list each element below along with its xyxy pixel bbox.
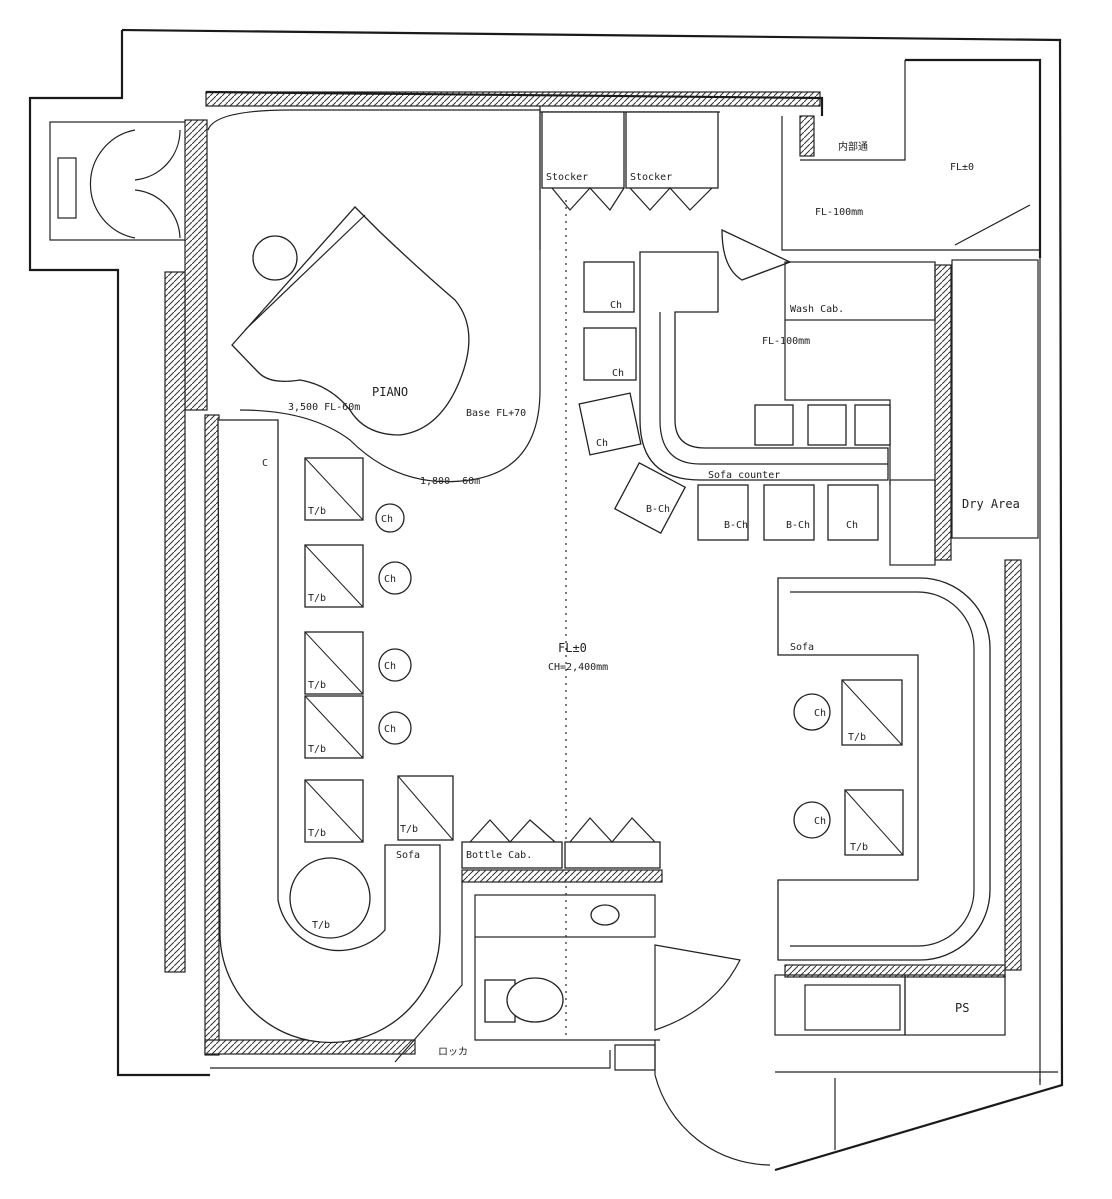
bar-counter: Wash Cab. FL-100mm Sofa counter bbox=[639, 228, 936, 485]
sofa-counter-label: Sofa counter bbox=[708, 470, 780, 481]
left-table-label: T/b bbox=[308, 744, 326, 755]
wash-cabinet-label: Wash Cab. bbox=[790, 304, 844, 315]
back-room: 内部通 FL±0 FL-100mm bbox=[815, 140, 1031, 246]
tag-c-label: C bbox=[262, 458, 268, 469]
bar-stool bbox=[827, 484, 879, 541]
bottle-cabinets: Bottle Cab. bbox=[461, 817, 661, 869]
left-table-label: T/b bbox=[308, 680, 326, 691]
piano-label: PIANO bbox=[372, 385, 408, 399]
stocker-label-1: Stocker bbox=[546, 172, 588, 183]
left-tables: T/b T/b T/b T/b T/b T/b bbox=[304, 457, 454, 843]
stool-mark: B-Ch bbox=[786, 520, 810, 531]
stool-mark: B-Ch bbox=[646, 504, 670, 515]
hatched-walls bbox=[164, 91, 1022, 1056]
right-u-sofa: Sofa T/b T/b Ch Ch bbox=[777, 577, 991, 961]
wc-room: ロッカ bbox=[394, 880, 771, 1166]
stool-mark: B-Ch bbox=[724, 520, 748, 531]
back-room-sign: 内部通 bbox=[838, 140, 868, 153]
right-table-label: T/b bbox=[850, 842, 868, 853]
left-table-label: T/b bbox=[308, 828, 326, 839]
round-table bbox=[289, 857, 371, 939]
back-room-level: FL±0 bbox=[950, 162, 974, 173]
right-chair-label: Ch bbox=[814, 816, 826, 827]
piano-elevation-label: 3,500 FL-60m bbox=[288, 402, 360, 413]
bar-stool bbox=[763, 484, 815, 541]
bar-stool bbox=[697, 484, 749, 541]
main-floor-labels: FL±0 CH=2,400mm bbox=[548, 200, 608, 1040]
bar-stool bbox=[583, 261, 635, 313]
left-table-label: T/b bbox=[400, 824, 418, 835]
wc-label: ロッカ bbox=[438, 1046, 468, 1058]
main-floor-level: FL±0 bbox=[558, 641, 587, 655]
left-chairs: Ch Ch Ch Ch bbox=[375, 503, 412, 745]
bar-stool bbox=[583, 327, 637, 381]
stocker-label-2: Stocker bbox=[630, 172, 672, 183]
main-ceiling-height: CH=2,400mm bbox=[548, 662, 608, 673]
piano-elevation-label-2: 1,800 -60m bbox=[420, 476, 480, 487]
piano-area: PIANO Base FL+70 3,500 FL-60m 1,800 -60m bbox=[207, 109, 541, 487]
round-table-label: T/b bbox=[312, 920, 330, 931]
sofa-left-label: Sofa bbox=[396, 850, 420, 861]
kitchen-level-label: FL-100mm bbox=[815, 207, 863, 218]
left-table-label: T/b bbox=[308, 506, 326, 517]
bar-stool bbox=[613, 461, 687, 535]
bar-stools: Ch Ch Ch B-Ch B-Ch B-Ch Ch bbox=[578, 261, 879, 541]
left-chair-label: Ch bbox=[384, 661, 396, 672]
left-table-label: T/b bbox=[308, 593, 326, 604]
bar-stool bbox=[578, 392, 642, 456]
bottle-cabinet-label: Bottle Cab. bbox=[466, 850, 532, 861]
stool-label: Ch bbox=[612, 368, 624, 379]
left-chair-label: Ch bbox=[381, 514, 393, 525]
stool-label: Ch bbox=[596, 438, 608, 449]
outer-walls bbox=[28, 28, 1064, 1172]
dry-area: Dry Area bbox=[889, 259, 1039, 566]
right-chair-label: Ch bbox=[814, 708, 826, 719]
ps-label: PS bbox=[955, 1001, 969, 1015]
stool-label: Ch bbox=[846, 520, 858, 531]
ps-area: PS bbox=[774, 974, 1006, 1036]
piano-floor-label: Base FL+70 bbox=[466, 408, 526, 419]
left-u-sofa: T/b C Sofa bbox=[217, 419, 441, 1044]
left-chair-label: Ch bbox=[384, 574, 396, 585]
stocker-cabinets: Stocker Stocker bbox=[541, 111, 719, 211]
left-chair-label: Ch bbox=[384, 724, 396, 735]
stool-label: Ch bbox=[610, 300, 622, 311]
right-table-label: T/b bbox=[848, 732, 866, 743]
kitchen-level-label-2: FL-100mm bbox=[762, 336, 810, 347]
entrance-vestibule bbox=[49, 121, 191, 241]
dry-area-label: Dry Area bbox=[962, 497, 1020, 511]
sofa-right-label: Sofa bbox=[790, 642, 814, 653]
